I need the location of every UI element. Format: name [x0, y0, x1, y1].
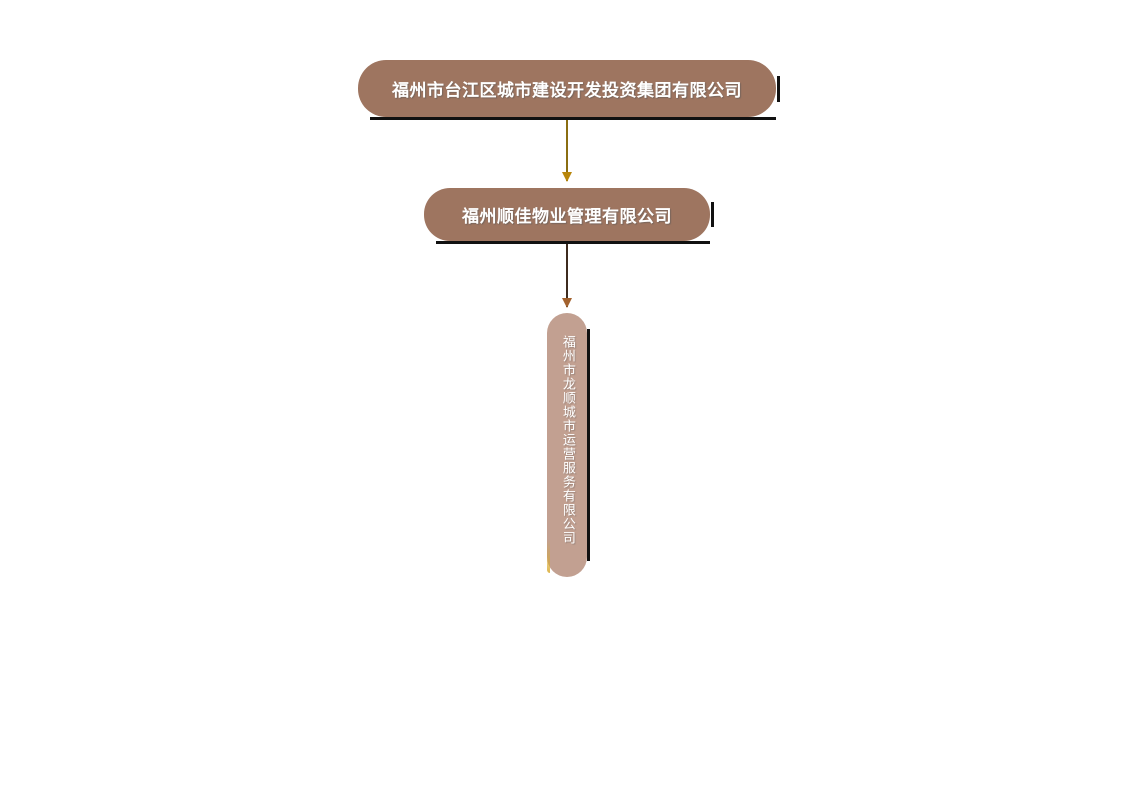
arrow-down-icon: [562, 298, 572, 308]
org-node-leaf[interactable]: 福州市龙顺城市运营服务有限公司: [547, 313, 590, 577]
node-leaf-rim: [547, 539, 550, 573]
org-node-leaf-label: 福州市龙顺城市运营服务有限公司: [559, 335, 575, 545]
node-mid-shadow: [711, 202, 714, 227]
arrow-down-icon: [562, 172, 572, 182]
org-node-root[interactable]: 福州市台江区城市建设开发投资集团有限公司: [358, 60, 780, 120]
node-root-shadow: [777, 76, 780, 102]
org-node-root-label: 福州市台江区城市建设开发投资集团有限公司: [392, 81, 742, 101]
org-node-mid[interactable]: 福州顺佳物业管理有限公司: [424, 188, 714, 244]
org-node-mid-label: 福州顺佳物业管理有限公司: [462, 207, 672, 227]
connector-line: [566, 241, 568, 307]
connector-line: [566, 117, 568, 181]
